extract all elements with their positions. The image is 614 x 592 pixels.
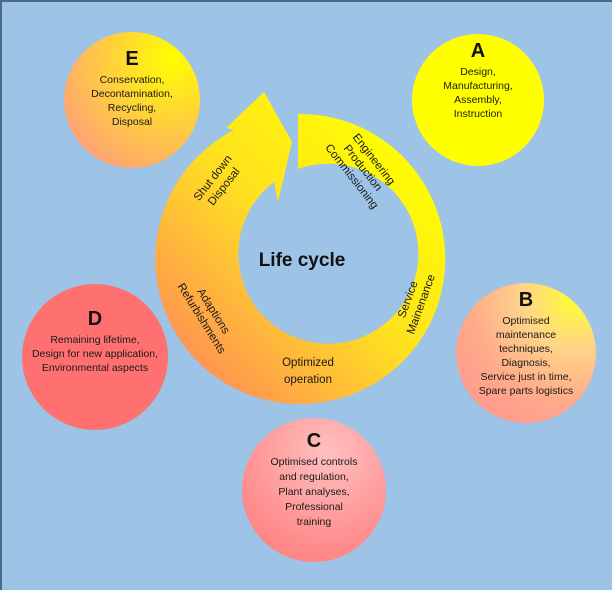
bubble-d: D Remaining lifetime, Design for new app… <box>22 284 168 430</box>
bubble-b: B Optimised maintenance techniques, Diag… <box>456 283 596 423</box>
bubble-letter: E <box>125 48 139 70</box>
svg-text:operation: operation <box>284 374 332 386</box>
bubble-description: Design, Manufacturing, Assembly, Instruc… <box>443 66 513 120</box>
bubble-letter: D <box>87 308 103 330</box>
center-title: Life cycle <box>259 250 346 271</box>
bubble-letter: C <box>306 430 322 452</box>
label-operation: Optimized operation <box>282 357 334 386</box>
bubble-description: Optimised maintenance techniques, Diagno… <box>478 315 574 397</box>
bubble-description: Remaining lifetime, Design for new appli… <box>31 334 159 374</box>
bubble-description: Optimised controls and regulation, Plant… <box>270 456 358 528</box>
bubble-c: C Optimised controls and regulation, Pla… <box>242 418 386 562</box>
bubble-letter: A <box>470 40 486 62</box>
lifecycle-ring-arrow <box>155 92 446 404</box>
bubble-a: A Design, Manufacturing, Assembly, Instr… <box>412 34 544 166</box>
svg-text:Optimized: Optimized <box>282 357 334 369</box>
bubble-description: Conservation, Decontamination, Recycling… <box>91 74 173 128</box>
bubble-letter: B <box>518 289 534 311</box>
bubble-e: E Conservation, Decontamination, Recycli… <box>64 32 200 168</box>
